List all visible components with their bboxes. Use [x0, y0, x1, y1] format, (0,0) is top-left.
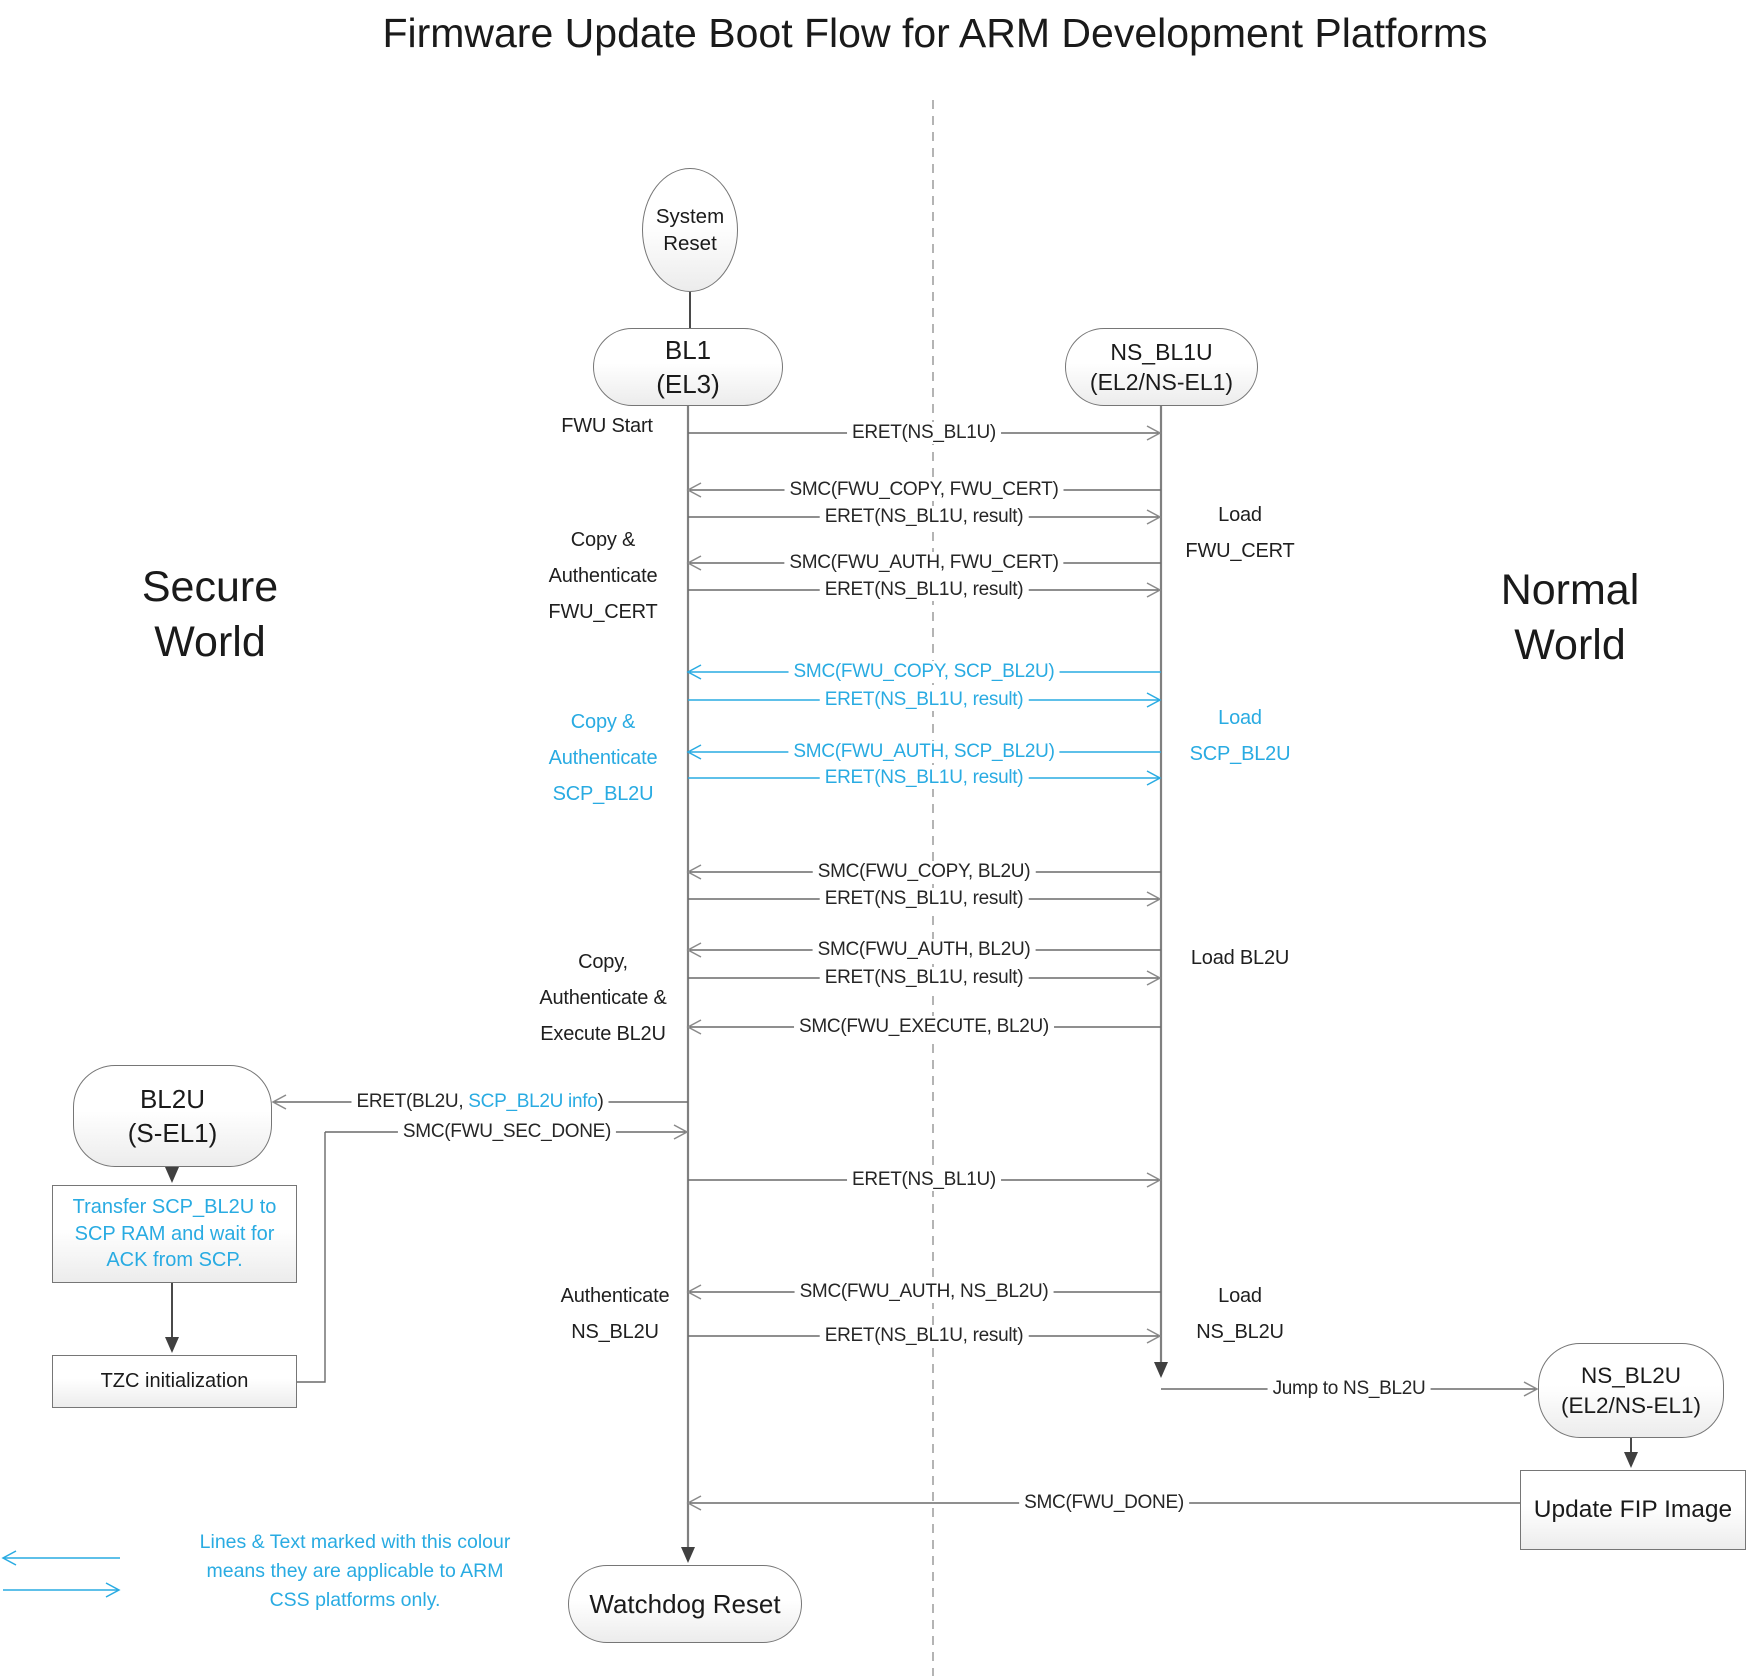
msg-eret-ns-bl1u: ERET(NS_BL1U)	[847, 422, 1001, 444]
copy-auth-exec-bl2u-line2: Authenticate &	[539, 987, 667, 1009]
transfer-to-tzc-arrow	[165, 1283, 179, 1353]
load-fwu-cert-line1: Load	[1218, 504, 1262, 526]
msg-eret-bl2u-suffix: )	[597, 1091, 604, 1112]
bl1-node: BL1 (EL3)	[593, 328, 783, 406]
load-ns-bl2u-label: Load NS_BL2U	[1150, 1278, 1330, 1350]
legend-left-arrow	[1, 1550, 120, 1566]
bl2u-to-transfer-arrow	[165, 1167, 179, 1183]
load-ns-bl2u-line2: NS_BL2U	[1196, 1321, 1284, 1343]
legend-text: Lines & Text marked with this colour mea…	[199, 1531, 511, 1611]
copy-auth-fwu-cert-label: Copy & Authenticate FWU_CERT	[513, 522, 693, 630]
msg-eret-result-3: ERET(NS_BL1U, result)	[819, 689, 1029, 711]
bl2u-el-label: (S-EL1)	[127, 1118, 218, 1148]
ns-bl2u-node: NS_BL2U (EL2/NS-EL1)	[1538, 1343, 1724, 1438]
msg-smc-fwu-auth-bl2u: SMC(FWU_AUTH, BL2U)	[812, 939, 1036, 961]
bl1-el-label: (EL3)	[656, 369, 720, 399]
msg-smc-fwu-done: SMC(FWU_DONE)	[1019, 1492, 1189, 1514]
copy-auth-exec-bl2u-label: Copy, Authenticate & Execute BL2U	[513, 944, 693, 1052]
msg-eret-result-4: ERET(NS_BL1U, result)	[819, 767, 1029, 789]
msg-smc-fwu-auth-ns-bl2u: SMC(FWU_AUTH, NS_BL2U)	[794, 1281, 1054, 1303]
transfer-scp-bl2u-label: Transfer SCP_BL2U to SCP RAM and wait fo…	[72, 1196, 277, 1272]
msg-smc-fwu-copy-bl2u: SMC(FWU_COPY, BL2U)	[812, 861, 1036, 883]
ns-bl2u-to-update-fip-arrow	[1624, 1438, 1638, 1468]
bl1-label: BL1	[664, 334, 712, 365]
load-fwu-cert-label: Load FWU_CERT	[1150, 497, 1330, 569]
msg-eret-result-7: ERET(NS_BL1U, result)	[819, 1325, 1029, 1347]
load-scp-bl2u-label: Load SCP_BL2U	[1150, 700, 1330, 772]
tzc-initialization-box: TZC initialization	[52, 1355, 297, 1408]
bl2u-node: BL2U (S-EL1)	[73, 1065, 272, 1167]
ns-bl1u-label: NS_BL1U	[1110, 338, 1213, 365]
msg-eret-bl2u-prefix: ERET(BL2U,	[356, 1091, 469, 1112]
system-reset-node: System Reset	[642, 168, 738, 292]
copy-auth-fwu-cert-line1: Copy &	[570, 529, 636, 551]
msg-eret-result-5: ERET(NS_BL1U, result)	[819, 888, 1029, 910]
ns-bl2u-label: NS_BL2U	[1580, 1362, 1682, 1388]
legend-right-arrow	[3, 1582, 121, 1598]
ns-bl2u-el-label: (EL2/NS-EL1)	[1560, 1392, 1702, 1418]
copy-auth-scp-bl2u-line2: Authenticate	[548, 747, 658, 769]
msg-smc-fwu-sec-done: SMC(FWU_SEC_DONE)	[397, 1121, 617, 1143]
msg-smc-fwu-copy-fwu-cert: SMC(FWU_COPY, FWU_CERT)	[784, 479, 1064, 501]
load-scp-bl2u-line2: SCP_BL2U	[1189, 743, 1291, 765]
normal-world-label: Normal World	[1500, 566, 1640, 669]
transfer-scp-bl2u-box: Transfer SCP_BL2U to SCP RAM and wait fo…	[52, 1185, 297, 1283]
bl2u-label: BL2U	[139, 1083, 206, 1114]
update-fip-image-box: Update FIP Image	[1520, 1470, 1746, 1550]
msg-smc-fwu-auth-fwu-cert: SMC(FWU_AUTH, FWU_CERT)	[784, 552, 1064, 574]
auth-ns-bl2u-line1: Authenticate	[560, 1285, 670, 1307]
copy-auth-scp-bl2u-label: Copy & Authenticate SCP_BL2U	[513, 704, 693, 812]
fwu-start-label: FWU Start	[561, 415, 653, 437]
msg-eret-result-6: ERET(NS_BL1U, result)	[819, 967, 1029, 989]
msg-eret-bl2u: ERET(BL2U, SCP_BL2U info)	[351, 1091, 609, 1113]
msg-eret-ns-bl1u-2: ERET(NS_BL1U)	[847, 1169, 1001, 1191]
msg-smc-fwu-execute-bl2u: SMC(FWU_EXECUTE, BL2U)	[794, 1016, 1054, 1038]
msg-smc-fwu-copy-scp-bl2u: SMC(FWU_COPY, SCP_BL2U)	[788, 661, 1060, 683]
msg-eret-bl2u-scp-info: SCP_BL2U info	[468, 1091, 598, 1112]
watchdog-reset-label: Watchdog Reset	[589, 1588, 781, 1619]
msg-eret-result-2: ERET(NS_BL1U, result)	[819, 579, 1029, 601]
copy-auth-fwu-cert-line3: FWU_CERT	[548, 601, 658, 623]
load-bl2u-label: Load BL2U	[1190, 947, 1290, 969]
copy-auth-fwu-cert-line2: Authenticate	[548, 565, 658, 587]
load-fwu-cert-line2: FWU_CERT	[1185, 540, 1295, 562]
copy-auth-scp-bl2u-line3: SCP_BL2U	[552, 783, 654, 805]
ns-bl1u-el-label: (EL2/NS-EL1)	[1089, 369, 1234, 395]
watchdog-reset-node: Watchdog Reset	[568, 1565, 802, 1643]
secure-world-label: Secure World	[141, 563, 279, 666]
load-ns-bl2u-line1: Load	[1218, 1285, 1262, 1307]
msg-eret-result-1: ERET(NS_BL1U, result)	[819, 506, 1029, 528]
copy-auth-exec-bl2u-line3: Execute BL2U	[540, 1023, 666, 1045]
load-scp-bl2u-line1: Load	[1218, 707, 1262, 729]
auth-ns-bl2u-line2: NS_BL2U	[571, 1321, 659, 1343]
copy-auth-exec-bl2u-line1: Copy,	[578, 951, 628, 973]
auth-ns-bl2u-label: Authenticate NS_BL2U	[535, 1278, 695, 1350]
copy-auth-scp-bl2u-line1: Copy &	[570, 711, 636, 733]
msg-jump-to-ns-bl2u: Jump to NS_BL2U	[1267, 1378, 1431, 1400]
system-reset-label: System Reset	[655, 204, 725, 255]
ns-bl1u-node: NS_BL1U (EL2/NS-EL1)	[1065, 328, 1258, 406]
diagram-title: Firmware Update Boot Flow for ARM Develo…	[382, 10, 1488, 56]
ns-bl1u-lifeline	[1154, 406, 1168, 1378]
msg-smc-fwu-auth-scp-bl2u: SMC(FWU_AUTH, SCP_BL2U)	[788, 741, 1060, 763]
tzc-initialization-label: TZC initialization	[100, 1370, 249, 1393]
update-fip-image-label: Update FIP Image	[1533, 1495, 1733, 1523]
